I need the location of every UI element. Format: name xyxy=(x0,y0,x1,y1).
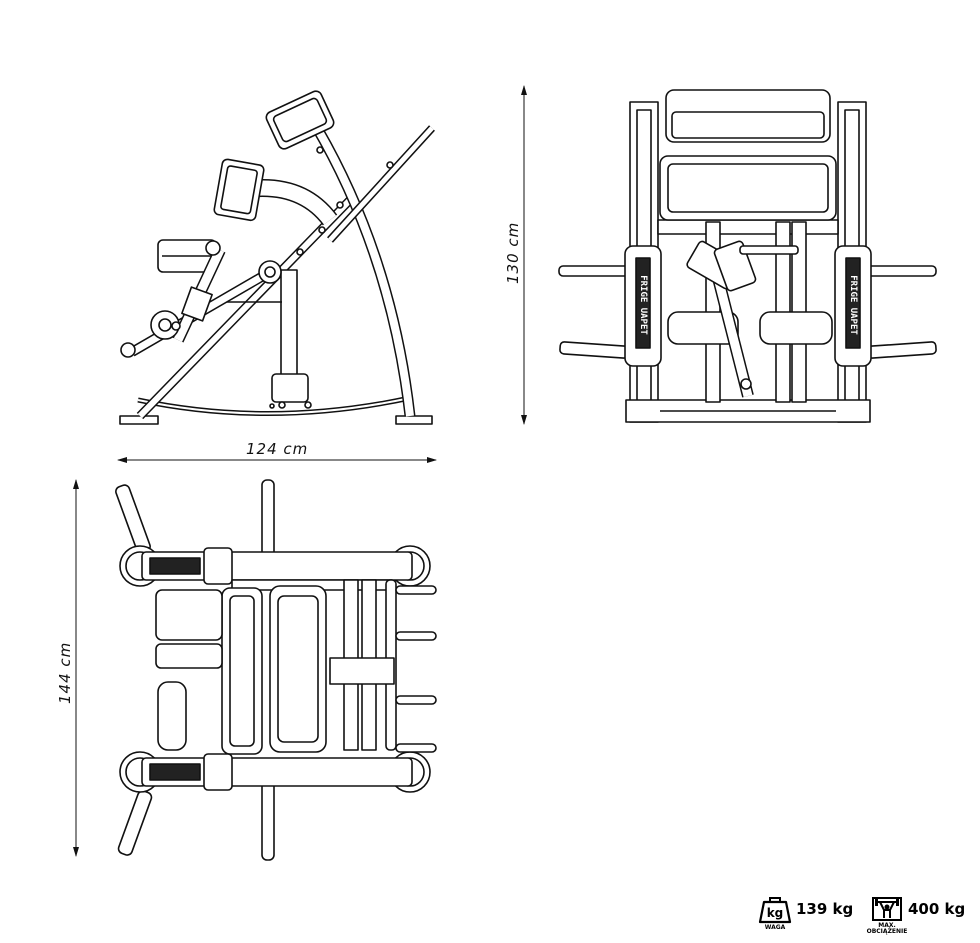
side-chest-pad xyxy=(213,158,265,222)
side-view xyxy=(119,90,435,425)
lifter-icon: MAX. OBCIĄŻENIE xyxy=(867,892,907,935)
side-foot-right xyxy=(395,415,433,425)
brand-label-right: FRIGE UAPET xyxy=(848,275,858,335)
weight-value: 139 kg xyxy=(796,900,854,918)
depth-label: 144 cm xyxy=(56,642,74,704)
brand-label-left: FRIGE UAPET xyxy=(638,275,648,335)
spec-weight: kg WAGA 139 kg xyxy=(758,892,854,931)
width-label: 124 cm xyxy=(246,440,308,458)
side-foot-left xyxy=(119,415,159,425)
top-seat-pad xyxy=(155,589,223,641)
dimension-depth: 144 cm xyxy=(56,479,79,857)
top-leg-pad xyxy=(157,681,187,751)
side-back-pad xyxy=(265,90,335,150)
side-rear-upright xyxy=(295,97,416,417)
front-leg-pad-left xyxy=(667,311,739,345)
top-peg-upper xyxy=(261,479,275,561)
front-leg-pad-right xyxy=(759,311,833,345)
front-view xyxy=(558,89,937,423)
max-load-value: 400 kg xyxy=(908,900,966,918)
front-handle-right-top xyxy=(865,265,937,277)
top-handle-upper xyxy=(115,484,151,554)
kg-weight-icon: kg WAGA xyxy=(758,892,792,931)
height-label: 130 cm xyxy=(504,222,522,284)
top-view xyxy=(115,479,437,861)
spec-max-load: MAX. OBCIĄŻENIE 400 kg xyxy=(867,892,966,935)
top-peg-lower xyxy=(261,779,275,861)
max-load-caption: MAX. OBCIĄŻENIE xyxy=(866,922,908,935)
weight-caption: WAGA xyxy=(764,924,786,931)
dimension-height: 130 cm xyxy=(504,85,527,425)
dimension-width: 124 cm xyxy=(117,440,437,463)
side-grip-end xyxy=(120,342,136,358)
top-handle-lower xyxy=(117,790,153,856)
front-handle-left-top xyxy=(558,265,630,277)
